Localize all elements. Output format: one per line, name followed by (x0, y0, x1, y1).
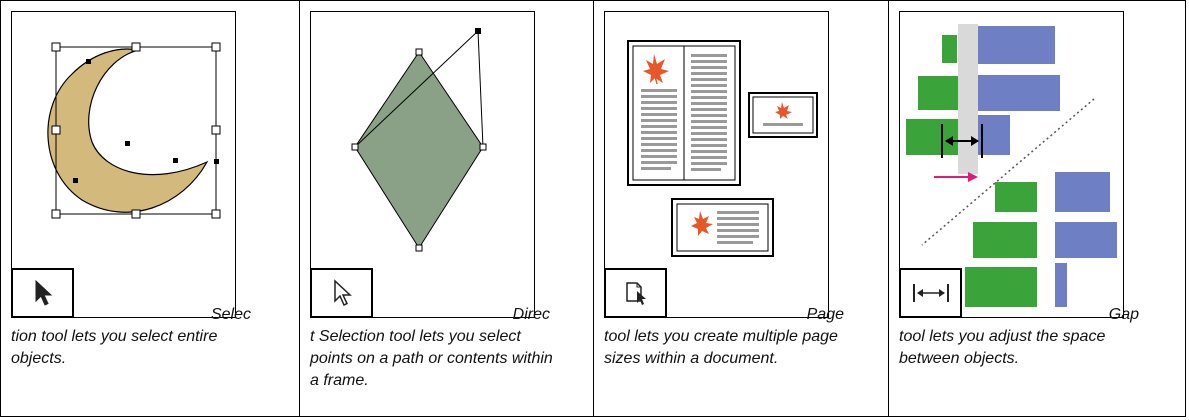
direct-selection-tool-card: Direc t Selection tool lets you select p… (300, 1, 594, 416)
maple-leaf-icon (691, 211, 713, 236)
selection-tool-card: Selec tion tool lets you select entire o… (1, 1, 300, 416)
caption-lead: Page (806, 306, 844, 323)
gap-tool-card: Gap tool lets you adjust the space betwe… (889, 1, 1185, 416)
direct-selection-tool-illustration (310, 11, 535, 318)
crescent-moon-illustration (47, 42, 221, 219)
page-tool-card: Page tool lets you create multiple page … (594, 1, 889, 416)
multiple-page-sizes-illustration (627, 40, 818, 257)
caption-text: tool lets you create multiple page sizes… (604, 328, 838, 367)
hollow-arrow-pointer-icon (333, 279, 352, 307)
gap-tool-illustration (899, 11, 1124, 318)
page-tool-button[interactable] (605, 268, 667, 317)
maple-leaf-icon (643, 54, 669, 85)
selection-tool-caption: Selec tion tool lets you select entire o… (11, 304, 261, 370)
page-pointer-icon (625, 282, 646, 305)
gap-tool-button[interactable] (900, 268, 962, 317)
gap-adjustment-illustration (906, 24, 1117, 307)
gap-arrows-icon (912, 284, 949, 302)
caption-text: tool lets you adjust the space between o… (899, 328, 1106, 367)
selection-tool-button[interactable] (12, 268, 74, 317)
direct-selection-tool-button[interactable] (311, 268, 373, 317)
caption-text: tion tool lets you select entire objects… (11, 328, 218, 367)
caption-lead: Direc (512, 306, 550, 323)
caption-lead: Gap (1108, 306, 1139, 323)
gap-tool-caption: Gap tool lets you adjust the space betwe… (899, 304, 1149, 370)
selection-tool-illustration (11, 11, 236, 318)
arrow-pointer-icon (35, 279, 52, 306)
caption-text: t Selection tool lets you select points … (310, 328, 553, 389)
diamond-path-illustration (351, 28, 487, 252)
caption-lead: Selec (210, 306, 251, 323)
magenta-arrow-icon (934, 172, 978, 182)
page-tool-caption: Page tool lets you create multiple page … (604, 304, 854, 370)
direct-selection-tool-caption: Direc t Selection tool lets you select p… (310, 304, 560, 392)
maple-leaf-icon (775, 102, 792, 119)
page-tool-illustration (604, 11, 829, 318)
